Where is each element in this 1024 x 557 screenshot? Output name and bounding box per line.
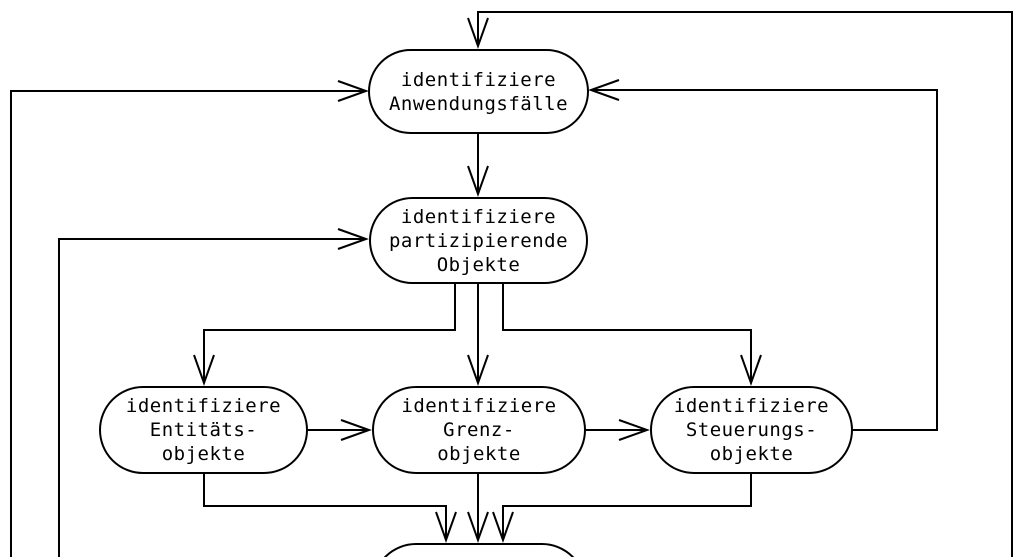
node-identifiziere-steuerungsobjekte: identifiziere Steuerungs- objekte [650,386,853,474]
node-identifiziere-partizipierende-objekte: identifiziere partizipierende Objekte [369,197,588,284]
node-label-steuerungs: identifiziere Steuerungs- objekte [673,395,830,465]
node-identifiziere-grenzobjekte: identifiziere Grenz- objekte [372,386,586,474]
node-label-partizipierende: identifiziere partizipierende Objekte [388,205,569,276]
edge-partizipierende-to-entitaets [193,284,456,386]
node-label-grenz: identifiziere Grenz- objekte [401,395,557,465]
edge-feedback-to-anwendungsfaelle-left [10,80,369,557]
node-label-entitaets: identifiziere Entitäts- objekte [125,395,282,465]
edge-feedback-to-partizipierende-left [58,228,369,557]
edge-feedback-to-anwendungsfaelle-top [467,11,1013,557]
edge-entitaets-to-bottom [203,474,457,543]
edge-steuerungs-to-anwendungsfaelle [588,79,938,431]
node-bottom-partial [372,543,586,557]
node-label-anwendungsfaelle: identifiziere Anwendungsfälle [388,68,569,115]
node-identifiziere-entitaetsobjekte: identifiziere Entitäts- objekte [99,386,308,474]
edge-steuerungs-to-bottom [492,474,752,543]
node-identifiziere-anwendungsfaelle: identifiziere Anwendungsfälle [368,49,589,134]
edge-partizipierende-to-steuerungs [502,284,762,386]
